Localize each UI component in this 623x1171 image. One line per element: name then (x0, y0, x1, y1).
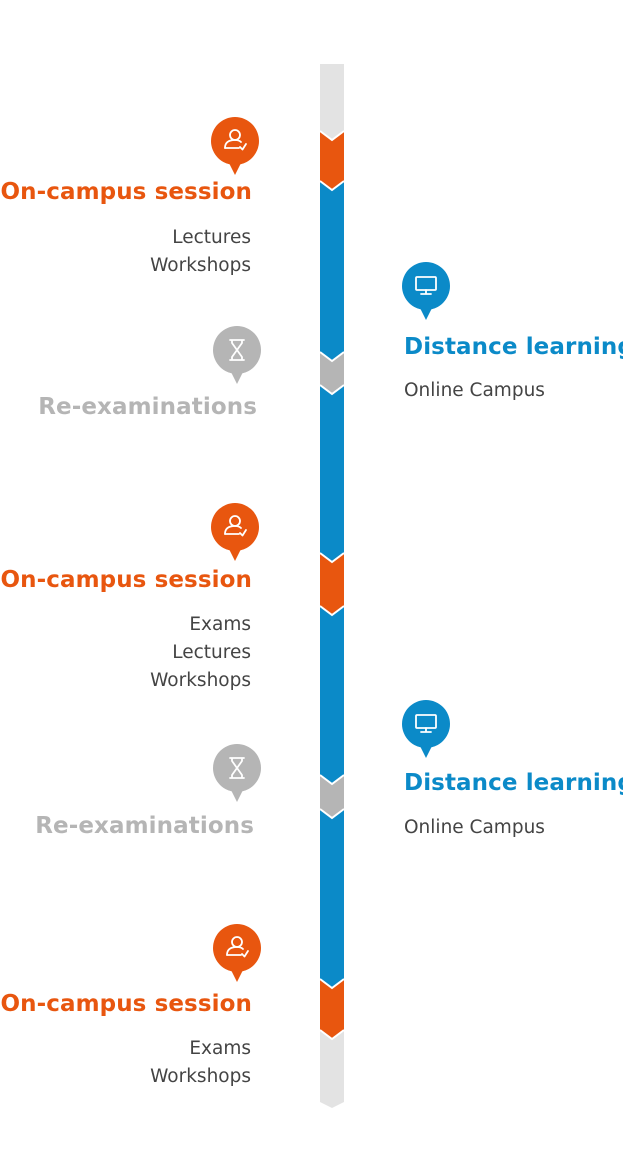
segment-divider (319, 978, 345, 990)
person-check-icon (211, 117, 259, 177)
distance-learning-title-1: Distance learning (404, 334, 623, 360)
segment-divider (319, 552, 345, 564)
on-campus-title-3: On-campus session (0, 991, 252, 1017)
hourglass-icon (213, 744, 261, 804)
segment-divider (319, 605, 345, 617)
list-item: Online Campus (404, 380, 545, 401)
segment-divider (319, 351, 345, 363)
on-campus-items-1: Lectures Workshops (150, 224, 251, 280)
re-examinations-title-1: Re-examinations (38, 394, 257, 420)
person-check-icon (213, 924, 261, 984)
segment-divider (319, 774, 345, 786)
person-check-icon (211, 503, 259, 563)
distance-segment (320, 181, 344, 361)
distance-learning-title-2: Distance learning (404, 770, 623, 796)
monitor-icon (402, 700, 450, 760)
distance-segment (320, 606, 344, 784)
distance-learning-items-2: Online Campus (404, 814, 545, 842)
segment-divider (319, 1029, 345, 1041)
segment-divider (319, 180, 345, 192)
list-item: Workshops (150, 670, 251, 691)
list-item: Exams (189, 614, 251, 635)
distance-segment (320, 385, 344, 562)
on-campus-segment (320, 979, 344, 1039)
on-campus-items-3: Exams Workshops (150, 1035, 251, 1091)
list-item: Workshops (150, 255, 251, 276)
re-exam-segment (320, 352, 344, 394)
on-campus-segment (320, 131, 344, 190)
monitor-icon (402, 262, 450, 322)
segment-divider (319, 384, 345, 396)
list-item: Online Campus (404, 817, 545, 838)
list-item: Exams (189, 1038, 251, 1059)
on-campus-title-1: On-campus session (0, 179, 252, 205)
list-item: Workshops (150, 1066, 251, 1087)
on-campus-segment (320, 553, 344, 615)
distance-segment (320, 809, 344, 988)
re-exam-segment (320, 775, 344, 818)
timeline-start-segment (320, 64, 344, 140)
distance-learning-items-1: Online Campus (404, 377, 545, 405)
hourglass-icon (213, 326, 261, 386)
on-campus-title-2: On-campus session (0, 567, 252, 593)
list-item: Lectures (172, 227, 251, 248)
on-campus-items-2: Exams Lectures Workshops (150, 611, 251, 695)
segment-divider (319, 808, 345, 820)
timeline-end-segment (320, 1030, 344, 1108)
list-item: Lectures (172, 642, 251, 663)
re-examinations-title-2: Re-examinations (35, 813, 254, 839)
segment-divider (319, 130, 345, 142)
